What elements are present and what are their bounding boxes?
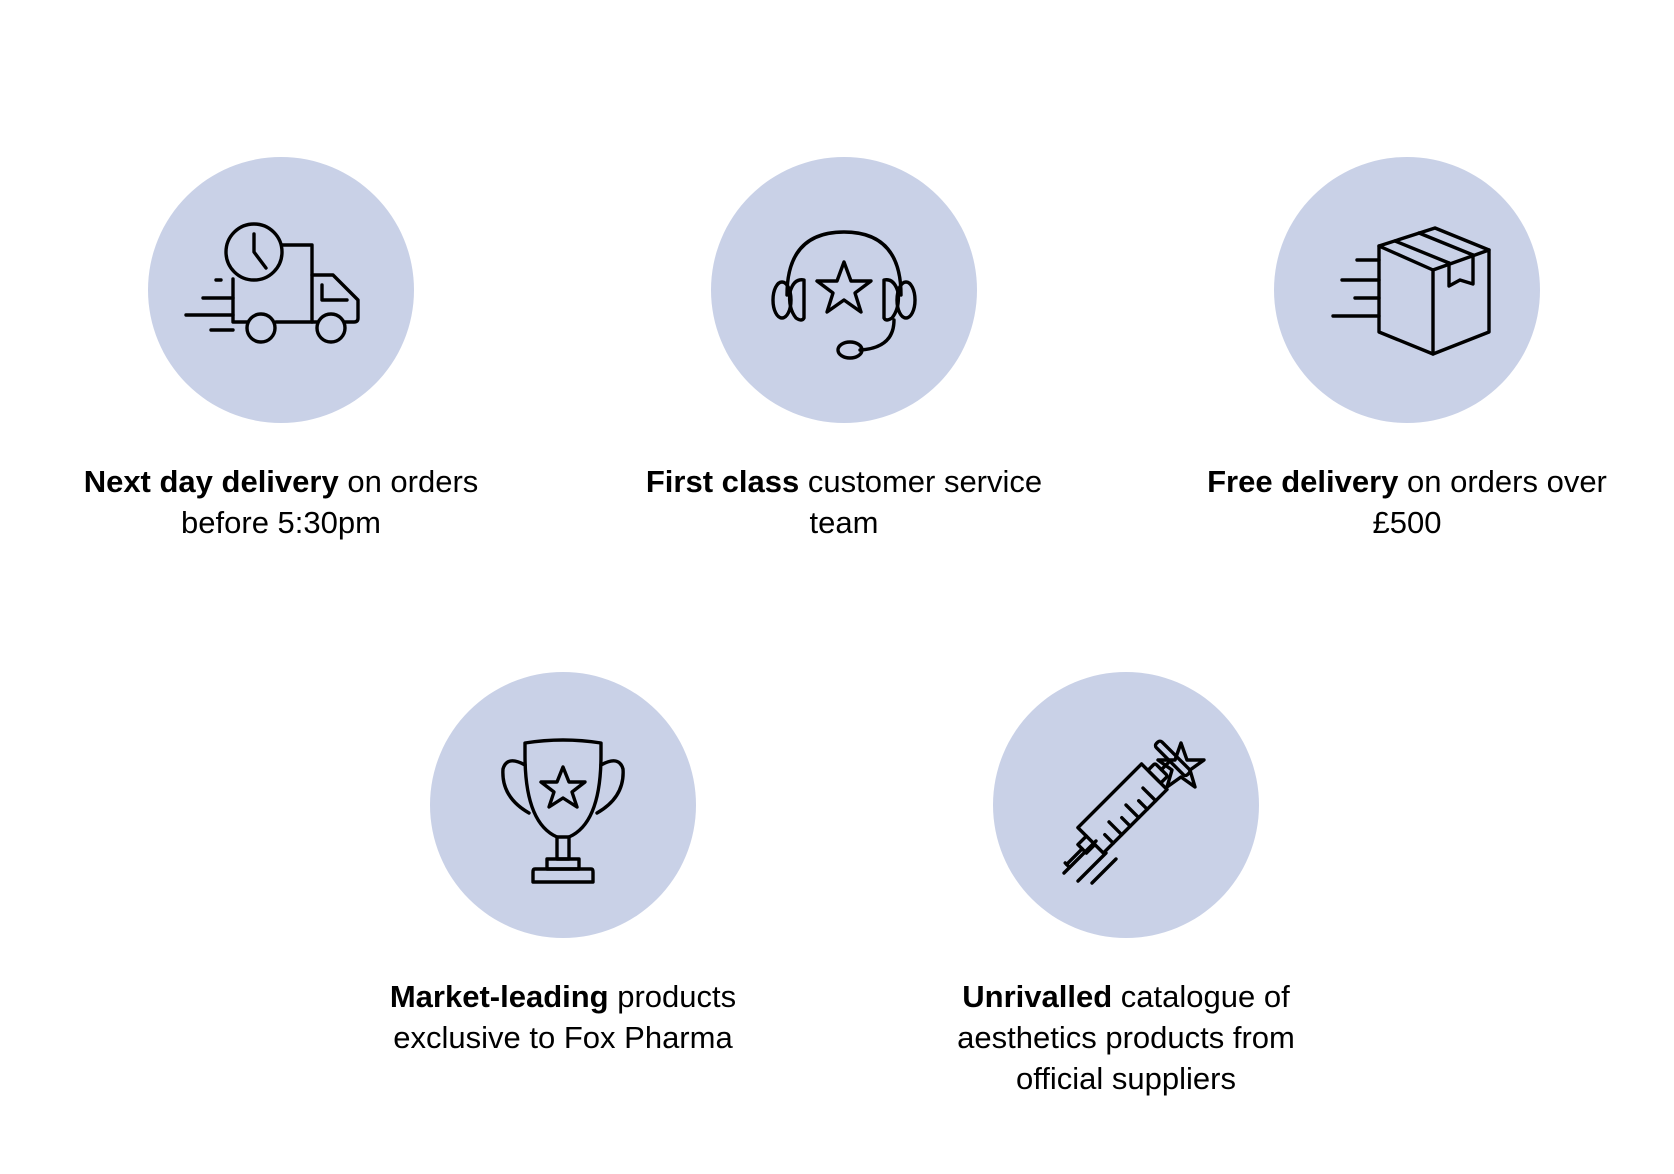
feature-caption: Free delivery on orders over £500 [1197, 461, 1617, 543]
icon-circle [430, 672, 696, 938]
caption-text: catalogue of aesthetics products from of… [957, 979, 1295, 1096]
caption-text: customer service team [799, 464, 1043, 540]
icon-circle [1274, 157, 1540, 423]
caption-text: on orders over £500 [1372, 464, 1607, 540]
feature-customer-service: First class customer service team [634, 157, 1054, 543]
feature-free-delivery: Free delivery on orders over £500 [1197, 157, 1617, 543]
parcel-box-icon [1331, 226, 1491, 356]
feature-unrivalled-catalogue: Unrivalled catalogue of aesthetics produ… [916, 672, 1336, 1099]
trophy-star-icon [501, 738, 625, 884]
feature-market-leading: Market-leading products exclusive to Fox… [353, 672, 773, 1058]
feature-caption: Unrivalled catalogue of aesthetics produ… [916, 976, 1336, 1099]
feature-caption: First class customer service team [634, 461, 1054, 543]
caption-emphasis: Market-leading [389, 979, 609, 1014]
icon-circle [148, 157, 414, 423]
caption-emphasis: Next day delivery [83, 464, 339, 499]
caption-emphasis: Free delivery [1207, 464, 1399, 499]
feature-caption: Next day delivery on orders before 5:30p… [71, 461, 491, 543]
feature-next-day-delivery: Next day delivery on orders before 5:30p… [71, 157, 491, 543]
icon-circle [711, 157, 977, 423]
icon-circle [993, 672, 1259, 938]
delivery-truck-clock-icon [184, 222, 360, 344]
caption-emphasis: Unrivalled [962, 979, 1113, 1014]
caption-emphasis: First class [645, 464, 800, 499]
headset-star-icon [771, 230, 917, 360]
caption-text: products exclusive to Fox Pharma [393, 979, 737, 1055]
syringe-star-icon [1062, 739, 1206, 885]
feature-caption: Market-leading products exclusive to Fox… [353, 976, 773, 1058]
caption-text: on orders before 5:30pm [181, 464, 479, 540]
